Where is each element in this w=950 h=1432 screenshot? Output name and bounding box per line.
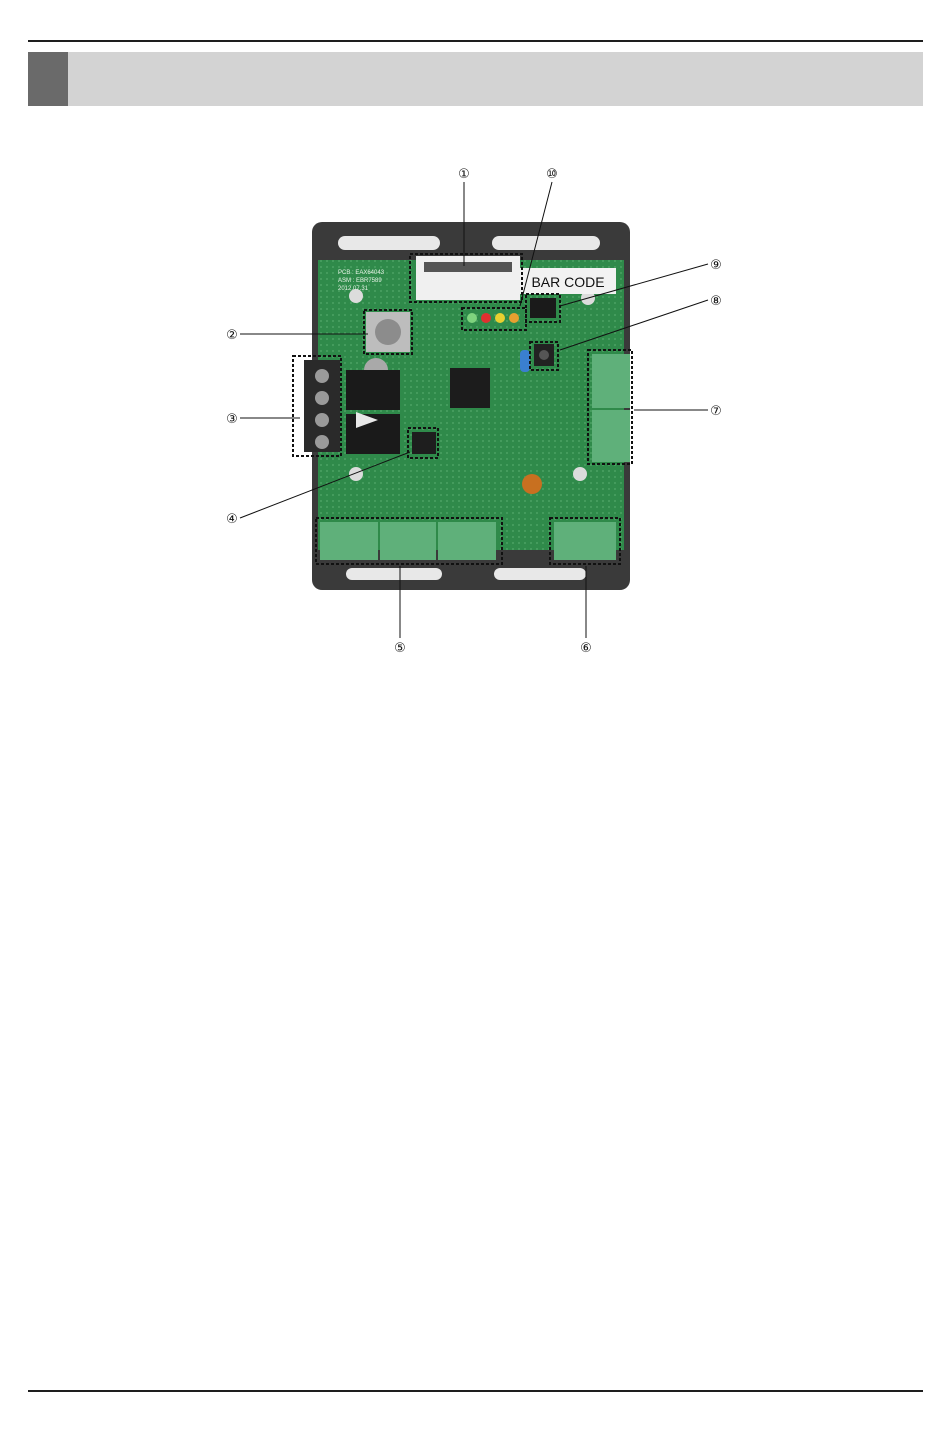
bottom-terminal-right	[554, 522, 616, 560]
callout-label-5: ⑤	[394, 641, 406, 656]
bottom-terminals-left	[320, 522, 496, 560]
mounting-slot-bottom-left	[346, 568, 442, 580]
microcontroller-chip	[450, 368, 490, 408]
callout-label-8: ⑧	[710, 294, 722, 309]
callout-label-3: ③	[226, 412, 238, 427]
callout-label-9: ⑨	[710, 258, 722, 273]
mounting-slot-top-left	[338, 236, 440, 250]
mounting-slot-bottom-right	[494, 568, 586, 580]
screw-hole	[573, 467, 587, 481]
barcode-sticker: BAR CODE	[520, 268, 616, 294]
small-dip-switch	[412, 432, 436, 454]
silkscreen-line: PCB : EAX64043	[338, 270, 385, 276]
callout-label-7: ⑦	[710, 404, 722, 419]
callout-label-4: ④	[226, 512, 238, 527]
callout-label-1: ①	[458, 167, 470, 182]
screw-terminal-block	[304, 360, 340, 452]
silkscreen-line: ASM : EBR7589	[338, 278, 382, 284]
side-terminals	[592, 354, 630, 462]
barcode-label: BAR CODE	[531, 274, 604, 290]
mounting-slot-top-right	[492, 236, 600, 250]
toroid-inductor	[522, 474, 542, 494]
capacitor	[520, 350, 530, 372]
screw-hole	[349, 467, 363, 481]
dip-switch	[530, 298, 556, 318]
silkscreen-line: 2012.07.31	[338, 286, 369, 292]
callout-label-10: ⑩	[546, 167, 558, 182]
callout-label-6: ⑥	[580, 641, 592, 656]
callout-label-2: ②	[226, 328, 238, 343]
